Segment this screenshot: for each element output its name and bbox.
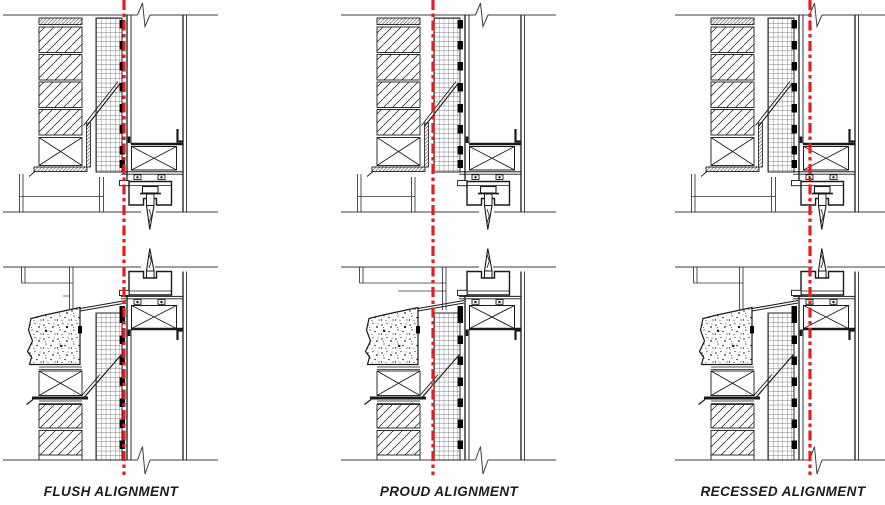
head-wall-return	[19, 174, 104, 212]
sill-wall-return	[359, 267, 447, 310]
sill-wall-return	[693, 267, 744, 310]
head-wall-return	[691, 174, 776, 212]
sill-wall-return	[21, 267, 74, 310]
panel-flush: FLUSH ALIGNMENT	[1, 0, 220, 499]
panel-label: RECESSED ALIGNMENT	[701, 484, 867, 499]
head-detail	[1, 1, 220, 231]
panel-recessed: RECESSED ALIGNMENT	[673, 0, 885, 499]
panel-label: FLUSH ALIGNMENT	[44, 484, 180, 499]
sill-detail	[1, 247, 220, 476]
panel-proud: PROUD ALIGNMENT	[339, 0, 558, 499]
head-wall-return	[357, 174, 416, 212]
sill-detail	[339, 247, 558, 476]
head-detail	[339, 1, 558, 231]
panel-label: PROUD ALIGNMENT	[380, 484, 520, 499]
head-detail	[673, 1, 885, 231]
sill-detail	[673, 247, 885, 476]
